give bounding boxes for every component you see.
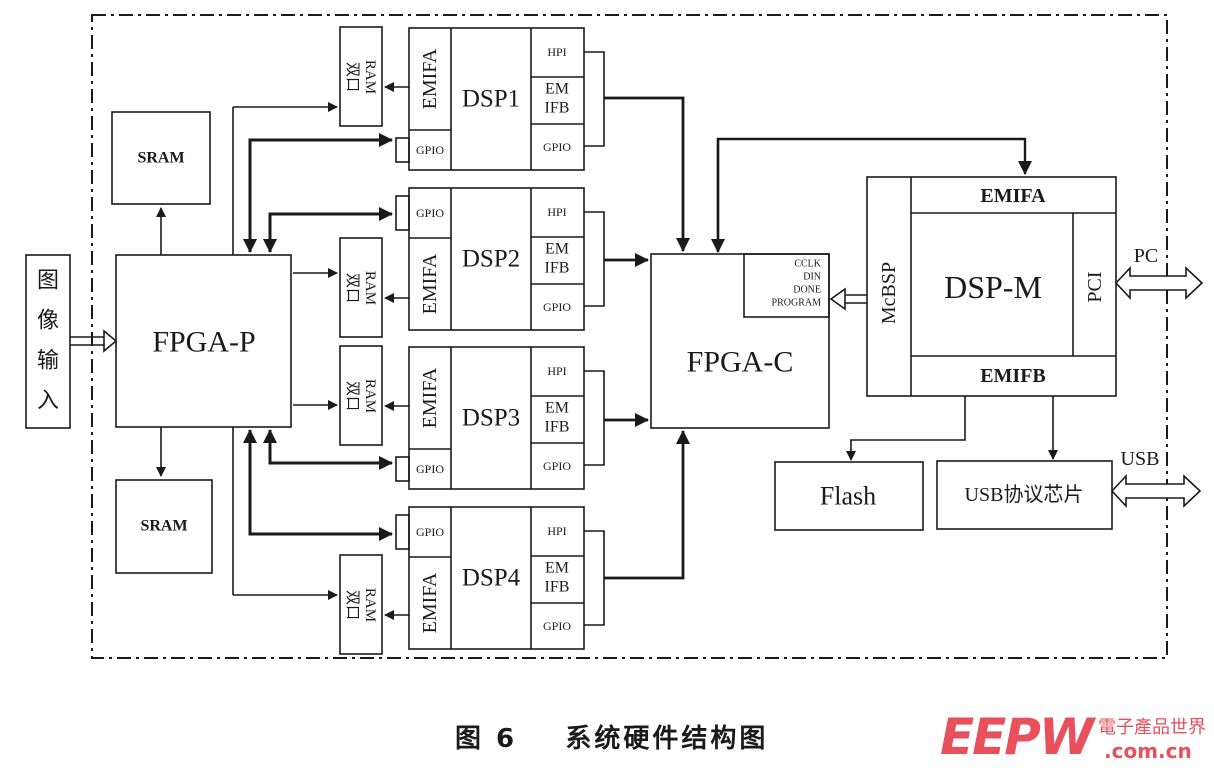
dsp-m-emifa-label: EMIFA [980, 185, 1046, 207]
pc-label: PC [1134, 245, 1158, 267]
input-arrow [70, 329, 118, 353]
dsp4-emifa-label: EMIFA [419, 572, 441, 633]
dsp1-emifa-label: EMIFA [419, 48, 441, 109]
pc-arrow [1114, 265, 1204, 301]
usb-chip-box [936, 460, 1113, 530]
usb-arrow [1110, 473, 1202, 509]
dsp2-emifb-label-top: EM [545, 241, 569, 258]
dsp3-gpio-right-label: GPIO [543, 459, 571, 473]
dsp1-emifb-label-top: EM [545, 81, 569, 98]
input-label-char-3: 输 [37, 348, 59, 373]
dsp3-hpi-label: HPI [547, 364, 566, 378]
flash-box [774, 461, 924, 531]
sram-bottom-box [115, 479, 213, 574]
dsp-m-mcbsp-label: McBSP [878, 262, 900, 324]
input-label-char-2: 像 [37, 308, 59, 333]
dsp2-emifa-label: EMIFA [419, 253, 441, 314]
dsp2-gpio-right-label: GPIO [543, 300, 571, 314]
config-pin-program-label: PROGRAM [772, 298, 822, 309]
dsp4-emifb-label-bottom: IFB [545, 579, 570, 596]
usb-chip-label: USB协议芯片 [965, 483, 1084, 506]
dsp2-hpi-label: HPI [547, 205, 566, 219]
flash-label: Flash [820, 482, 876, 511]
config-pin-box [743, 253, 830, 318]
dual-ram-2-label-top: 双口 [344, 273, 361, 303]
dual-ram-1-label-bottom: RAM [362, 60, 378, 94]
dual-ram-1-label-top: 双口 [344, 62, 361, 92]
usb-label: USB [1121, 448, 1160, 470]
dsp4-gpio-label: GPIO [416, 525, 444, 539]
dual-ram-1-box [339, 26, 383, 127]
input-box [25, 254, 71, 429]
dsp2-gpio-label: GPIO [416, 206, 444, 220]
fpga-c-label: FPGA-C [687, 346, 794, 379]
dual-ram-4-box [339, 554, 383, 655]
dsp3-block [339, 345, 605, 490]
config-pin-done-label: DONE [793, 285, 821, 296]
fpga-p-box [115, 254, 292, 428]
watermark-cn: 電子產品世界 [1098, 717, 1206, 738]
dsp-m-label: DSP-M [944, 269, 1042, 305]
sram-bottom-label: SRAM [140, 518, 187, 535]
dsp3-emifa-label: EMIFA [419, 367, 441, 428]
dsp3-gpio-label: GPIO [416, 462, 444, 476]
config-pin-cclk-label: CCLK [794, 259, 821, 270]
input-label-char-1: 图 [37, 268, 59, 293]
input-label-char-4: 入 [37, 388, 59, 413]
figure-caption: 图 6 系统硬件结构图 [455, 724, 769, 754]
sram-top-box [111, 111, 211, 205]
dsp4-hpi-label: HPI [547, 524, 566, 538]
mcbsp-config-arrow [829, 287, 867, 311]
dsp1-gpio-label: GPIO [416, 143, 444, 157]
dsp1-label: DSP1 [462, 86, 520, 113]
dsp-m-emifb-label: EMIFB [980, 365, 1046, 387]
dual-ram-4-label-top: 双口 [344, 590, 361, 620]
dsp2-label: DSP2 [462, 246, 520, 273]
dual-ram-3-label-top: 双口 [344, 381, 361, 411]
dsp1-emifb-label-bottom: IFB [545, 100, 570, 117]
fpga-p-label: FPGA-P [152, 326, 255, 359]
dsp3-emifb-label-bottom: IFB [545, 419, 570, 436]
sram-top-label: SRAM [137, 150, 184, 167]
dsp4-emifb-label-top: EM [545, 560, 569, 577]
watermark-logo: EEPW [940, 708, 1094, 766]
dual-ram-3-label-bottom: RAM [362, 379, 378, 413]
config-pin-din-label: DIN [803, 272, 821, 283]
dsp3-label: DSP3 [462, 405, 520, 432]
dsp3-emifb-label-top: EM [545, 400, 569, 417]
dsp4-gpio-right-label: GPIO [543, 619, 571, 633]
dsp-m-box [866, 176, 1117, 397]
fpga-c-box [650, 253, 830, 429]
dsp1-gpio-right-label: GPIO [543, 140, 571, 154]
dsp4-block [339, 506, 605, 655]
dsp4-label: DSP4 [462, 565, 521, 592]
dsp2-emifb-label-bottom: IFB [545, 260, 570, 277]
dsp1-hpi-label: HPI [547, 45, 566, 59]
dual-ram-4-label-bottom: RAM [362, 588, 378, 622]
watermark-url: .com.cn [1104, 739, 1192, 763]
dual-ram-2-label-bottom: RAM [362, 271, 378, 305]
dsp-m-pci-label: PCI [1084, 271, 1106, 302]
